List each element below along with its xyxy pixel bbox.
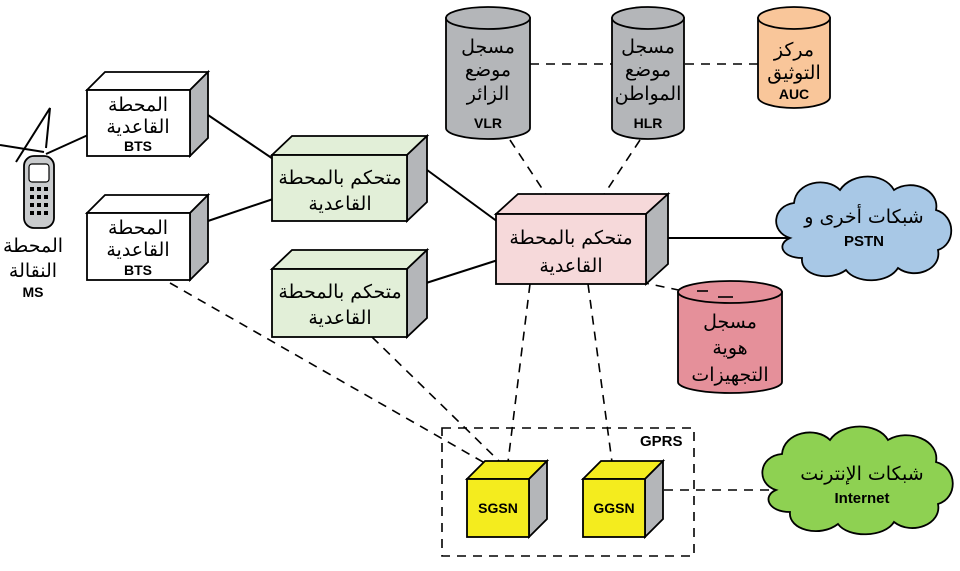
link-msc-sgsn — [507, 283, 531, 463]
link-hlr-msc — [602, 139, 641, 197]
vlr-line3: الزائر — [466, 83, 510, 105]
bts-bottom-line1: المحطة — [108, 217, 168, 239]
link-bsc-bottom-msc — [422, 259, 499, 285]
vlr-line1: مسجل — [461, 36, 515, 58]
antenna-icon — [0, 144, 45, 153]
bsc-top-line2: القاعدية — [308, 193, 371, 215]
hlr-code: HLR — [634, 115, 663, 131]
link-bsc-top-msc — [422, 166, 499, 223]
internet-cloud-icon: شبكات الإنترنت Internet — [761, 425, 954, 536]
bts-top-code: BTS — [124, 138, 152, 154]
ggsn-code: GGSN — [593, 500, 634, 516]
pstn-code: PSTN — [844, 233, 884, 250]
bsc-top-line1: متحكم بالمحطة — [278, 167, 401, 189]
sgsn-code: SGSN — [478, 500, 518, 516]
link-msc-ggsn — [587, 283, 613, 463]
gprs-label: GPRS — [640, 433, 683, 450]
eir-database-icon: مسجل هوية التجهيزات — [677, 280, 783, 394]
link-vlr-msc — [509, 139, 548, 197]
link-antenna-bts — [45, 134, 89, 155]
pstn-line1: شبكات أخرى و — [803, 204, 923, 228]
bsc-bottom: متحكم بالمحطة القاعدية — [269, 247, 430, 340]
ms-label-line2: النقالة — [9, 260, 57, 282]
internet-code: Internet — [834, 490, 889, 507]
gprs-frame: GPRS — [441, 427, 695, 557]
internet-line1: شبكات الإنترنت — [800, 463, 923, 485]
phone-icon — [23, 155, 55, 229]
link-bsc-bottom-sgsn — [371, 336, 501, 463]
bsc-bottom-line1: متحكم بالمحطة — [278, 281, 401, 303]
eir-line1: مسجل — [703, 311, 757, 333]
auc-code: AUC — [779, 86, 809, 102]
dashed-links — [169, 63, 778, 491]
bts-top: المحطة القاعدية BTS — [84, 69, 211, 159]
solid-links — [45, 112, 790, 285]
link-bts-bottom-sgsn — [169, 282, 491, 467]
vlr-database-icon: مسجل موضع الزائر VLR — [445, 6, 531, 140]
msc: متحكم بالمحطة القاعدية — [493, 191, 671, 287]
bts-bottom: المحطة القاعدية BTS — [84, 192, 211, 283]
hlr-line3: المواطن — [615, 83, 682, 105]
link-bts-top-bsc-top — [204, 112, 283, 166]
ms-label-line1: المحطة — [3, 235, 63, 257]
auc-database-icon: مركز التوثيق AUC — [757, 6, 831, 109]
hlr-line2: موضع — [625, 59, 671, 81]
eir-line3: التجهيزات — [691, 364, 768, 386]
bts-bottom-code: BTS — [124, 262, 152, 278]
mobile-station: المحطة النقالة MS — [0, 107, 63, 300]
bsc-bottom-line2: القاعدية — [308, 307, 371, 329]
hlr-line1: مسجل — [621, 36, 675, 58]
pstn-cloud-icon: شبكات أخرى و PSTN — [775, 175, 953, 282]
ggsn: GGSN — [580, 458, 666, 540]
eir-line2: هوية — [712, 337, 747, 359]
vlr-line2: موضع — [465, 59, 511, 81]
auc-line1: مركز — [773, 39, 814, 61]
ms-code: MS — [23, 284, 44, 300]
hlr-database-icon: مسجل موضع المواطن HLR — [611, 6, 685, 140]
bsc-top: متحكم بالمحطة القاعدية — [269, 133, 430, 224]
vlr-code: VLR — [474, 115, 502, 131]
msc-line1: متحكم بالمحطة — [509, 227, 632, 249]
auc-line2: التوثيق — [767, 62, 820, 84]
bts-top-line1: المحطة — [108, 94, 168, 116]
bts-top-line2: القاعدية — [106, 116, 169, 138]
sgsn: SGSN — [464, 458, 550, 540]
msc-line2: القاعدية — [539, 255, 602, 277]
link-bts-bottom-bsc-top — [204, 195, 283, 223]
antenna-arm-icon — [15, 107, 51, 163]
bts-bottom-line2: القاعدية — [106, 239, 169, 261]
